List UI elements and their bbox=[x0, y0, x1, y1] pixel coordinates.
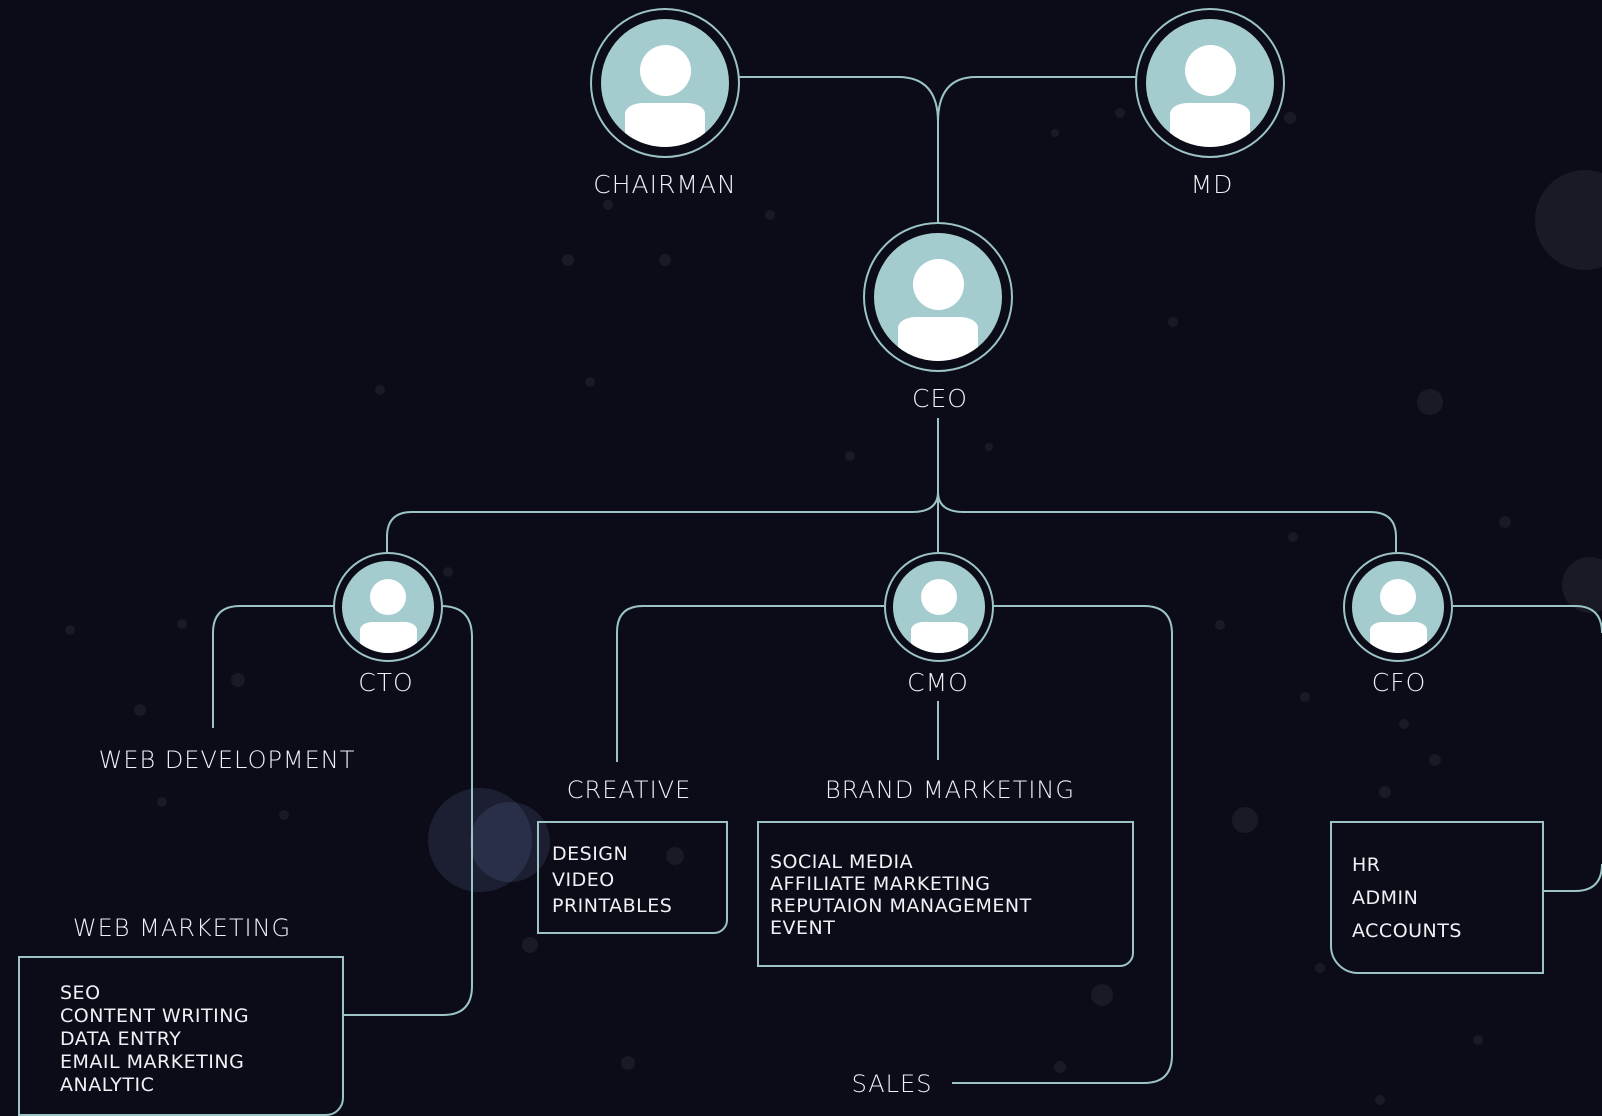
person-icon bbox=[601, 19, 729, 147]
list-item: VIDEO bbox=[552, 869, 615, 891]
list-item: SEO bbox=[60, 982, 101, 1004]
creative-box: DESIGN VIDEO PRINTABLES bbox=[537, 821, 728, 934]
web-marketing-title: WEB MARKETING bbox=[72, 914, 292, 942]
creative-title: CREATIVE bbox=[566, 776, 692, 804]
list-item: CONTENT WRITING bbox=[60, 1005, 250, 1027]
cfo-label: CFO bbox=[1371, 668, 1427, 697]
list-item: AFFILIATE MARKETING bbox=[770, 873, 991, 895]
person-icon bbox=[342, 561, 434, 653]
list-item: SOCIAL MEDIA bbox=[770, 851, 914, 873]
web-marketing-box: SEO CONTENT WRITING DATA ENTRY EMAIL MAR… bbox=[18, 956, 344, 1116]
list-item: EMAIL MARKETING bbox=[60, 1051, 245, 1073]
list-item: DESIGN bbox=[552, 843, 629, 865]
person-icon bbox=[1146, 19, 1274, 147]
cfo-units-box: HR ADMIN ACCOUNTS bbox=[1330, 821, 1544, 974]
chairman-label: CHAIRMAN bbox=[593, 170, 737, 199]
person-icon bbox=[1352, 561, 1444, 653]
ceo-avatar bbox=[863, 222, 1013, 372]
brand-marketing-box: SOCIAL MEDIA AFFILIATE MARKETING REPUTAI… bbox=[757, 821, 1134, 967]
list-item: ANALYTIC bbox=[60, 1074, 155, 1096]
list-item: REPUTAION MANAGEMENT bbox=[770, 895, 1032, 917]
web-development-label: WEB DEVELOPMENT bbox=[98, 746, 356, 774]
brand-marketing-title: BRAND MARKETING bbox=[825, 776, 1075, 804]
cto-avatar bbox=[333, 552, 443, 662]
cto-label: CTO bbox=[358, 668, 414, 697]
ceo-label: CEO bbox=[912, 384, 968, 413]
list-item: ADMIN bbox=[1352, 887, 1419, 909]
cmo-avatar bbox=[884, 552, 994, 662]
chairman-avatar bbox=[590, 8, 740, 158]
cfo-avatar bbox=[1343, 552, 1453, 662]
list-item: DATA ENTRY bbox=[60, 1028, 182, 1050]
list-item: PRINTABLES bbox=[552, 895, 673, 917]
list-item: HR bbox=[1352, 854, 1381, 876]
person-icon bbox=[893, 561, 985, 653]
md-label: MD bbox=[1190, 170, 1234, 199]
list-item: ACCOUNTS bbox=[1352, 920, 1462, 942]
md-avatar bbox=[1135, 8, 1285, 158]
sales-label: SALES bbox=[851, 1070, 933, 1098]
list-item: EVENT bbox=[770, 917, 836, 939]
person-icon bbox=[874, 233, 1002, 361]
cmo-label: CMO bbox=[907, 668, 969, 697]
